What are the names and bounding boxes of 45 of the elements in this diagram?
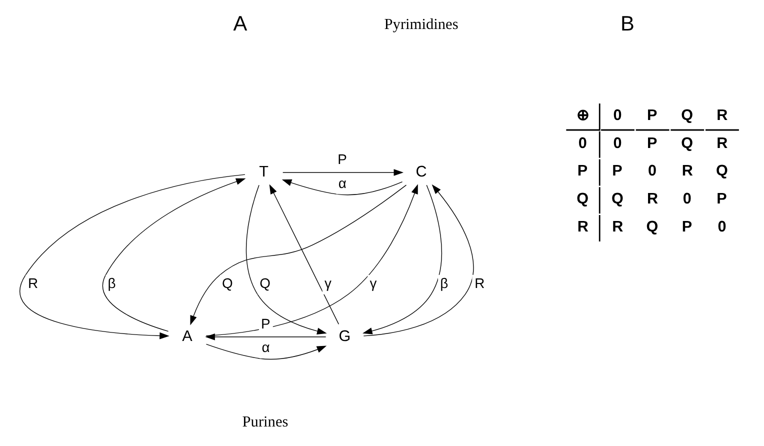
edge-label: R xyxy=(28,275,38,292)
label: ⊕ xyxy=(576,106,589,124)
edge-label: γ xyxy=(324,275,331,292)
label: P xyxy=(646,106,657,124)
label: Q xyxy=(576,190,588,208)
label: R xyxy=(716,134,728,152)
node-text: A xyxy=(182,328,192,345)
node-text: C xyxy=(415,163,426,180)
label: 0 xyxy=(612,134,622,152)
label: 0 xyxy=(717,218,726,236)
label: P xyxy=(576,162,588,180)
label: 0 xyxy=(612,106,622,124)
edge-label: P xyxy=(260,316,270,332)
label: P xyxy=(646,134,657,152)
label: R xyxy=(681,162,692,180)
label: Pyrimidines xyxy=(384,16,458,34)
edge-label: β xyxy=(107,275,116,292)
label: 0 xyxy=(682,190,691,208)
label: Q xyxy=(646,218,658,236)
label: R xyxy=(646,190,658,208)
label: R xyxy=(716,106,728,124)
label: P xyxy=(681,218,692,236)
edge-label: R xyxy=(474,275,484,292)
label: R xyxy=(612,218,623,236)
label: Q xyxy=(680,106,693,124)
node-text: G xyxy=(338,328,350,345)
label: 0 xyxy=(578,134,586,152)
edge-label: β xyxy=(440,275,448,292)
label: Purines xyxy=(242,413,288,430)
edge-label: Q xyxy=(222,275,232,292)
edge-label: α xyxy=(261,339,270,356)
label: 0 xyxy=(648,162,656,180)
label: A xyxy=(232,12,247,36)
edge-label: Q xyxy=(259,275,270,292)
edge-label: α xyxy=(338,174,346,191)
label: Q xyxy=(715,162,728,180)
label: P xyxy=(612,162,622,180)
label: R xyxy=(576,218,588,236)
edge-label: γ xyxy=(369,275,376,292)
label: Q xyxy=(680,134,693,152)
edge-label: P xyxy=(337,151,346,168)
label: B xyxy=(620,12,634,36)
node-text: T xyxy=(258,163,268,180)
label: P xyxy=(716,190,726,208)
label: Q xyxy=(610,190,623,208)
